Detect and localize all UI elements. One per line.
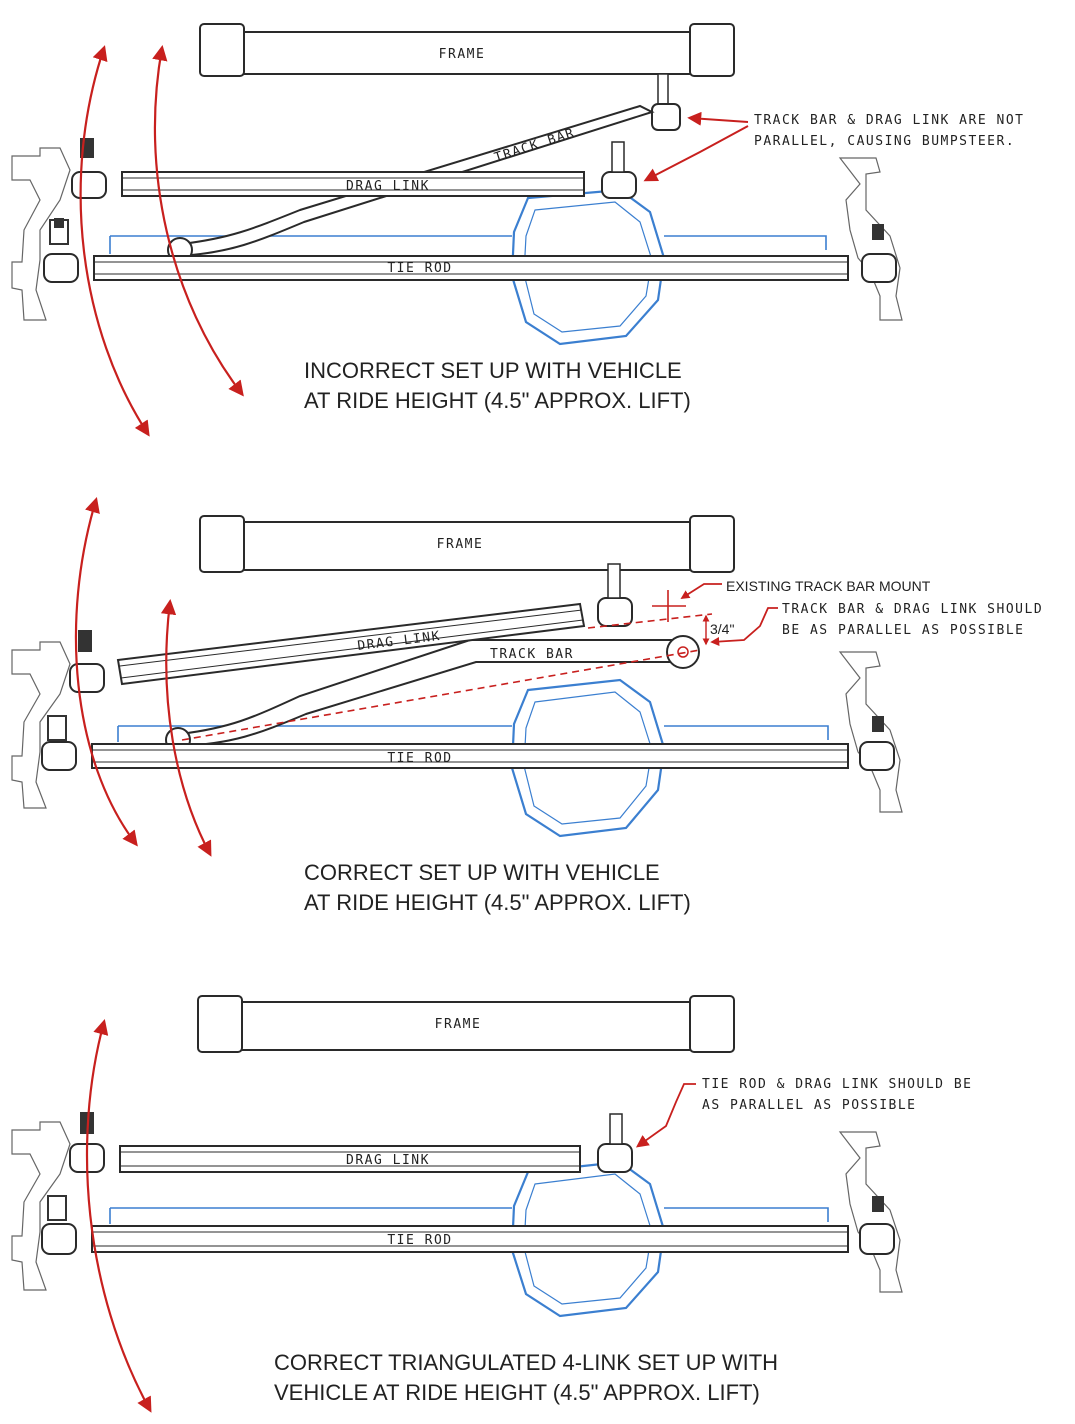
track-bar-frame-mount	[651, 103, 681, 131]
note-line-2: BE AS PARALLEL AS POSSIBLE	[782, 623, 1025, 638]
frame-label: FRAME	[437, 537, 484, 552]
tie-rod: TIE ROD	[41, 741, 895, 771]
frame-rail: FRAME	[197, 995, 735, 1053]
note-pointer	[635, 1083, 696, 1148]
tie-rod-label: TIE ROD	[387, 1233, 452, 1248]
note-line-1: TRACK BAR & DRAG LINK SHOULD	[782, 602, 1043, 617]
parallel-guide-upper	[587, 613, 713, 629]
note-pointer-drag-link	[643, 125, 749, 182]
tie-rod-label: TIE ROD	[387, 261, 452, 276]
tie-rod: TIE ROD	[43, 253, 897, 283]
drag-link: DRAG LINK	[69, 1113, 633, 1173]
caption-line-2: AT RIDE HEIGHT (4.5" APPROX. LIFT)	[304, 388, 691, 413]
caption-line-1: CORRECT TRIANGULATED 4-LINK SET UP WITH	[274, 1350, 778, 1375]
track-bar-label: TRACK BAR	[493, 126, 577, 166]
drag-link-label: DRAG LINK	[346, 179, 430, 194]
left-steering-knuckle	[11, 630, 92, 809]
right-steering-knuckle	[838, 1131, 903, 1293]
track-bar-arc-arrow	[152, 44, 244, 397]
existing-mount-marker	[652, 590, 686, 622]
track-bar-label: TRACK BAR	[490, 647, 574, 662]
panel-triangulated-4-link: FRAME DRAG LINK	[11, 995, 972, 1413]
note-line-1: TRACK BAR & DRAG LINK ARE NOT	[754, 113, 1024, 128]
drag-link-label: DRAG LINK	[346, 1153, 430, 1168]
caption-line-2: VEHICLE AT RIDE HEIGHT (4.5" APPROX. LIF…	[274, 1380, 760, 1405]
existing-mount-label: EXISTING TRACK BAR MOUNT	[726, 578, 931, 594]
panel-correct-setup: FRAME TRACK BAR	[11, 497, 1043, 915]
drag-link-arc-arrow	[74, 497, 138, 847]
left-steering-knuckle	[11, 138, 94, 321]
drag-link: DRAG LINK	[69, 563, 633, 693]
parallel-guide-lower	[181, 649, 701, 741]
frame-rail: FRAME	[199, 515, 735, 573]
caption-line-1: CORRECT SET UP WITH VEHICLE	[304, 860, 660, 885]
track-bar-arc-arrow	[160, 598, 212, 857]
right-steering-knuckle	[838, 651, 903, 813]
note-line-2: AS PARALLEL AS POSSIBLE	[702, 1098, 917, 1113]
caption-line-2: AT RIDE HEIGHT (4.5" APPROX. LIFT)	[304, 890, 691, 915]
offset-measure-label: 3/4"	[710, 621, 734, 637]
mount-pointer	[680, 583, 722, 599]
left-steering-knuckle	[11, 1112, 94, 1291]
drag-link-arc-arrow	[79, 45, 150, 437]
drag-link-arc-arrow	[85, 1019, 152, 1413]
right-steering-knuckle	[838, 157, 903, 321]
note-pointer-mount	[687, 111, 749, 126]
panel-incorrect-setup: FRAME TRACK BAR	[11, 23, 1024, 437]
tie-rod: TIE ROD	[41, 1223, 895, 1255]
tie-rod-label: TIE ROD	[387, 751, 452, 766]
frame-rail: FRAME	[199, 23, 735, 77]
axle-tube	[109, 1207, 829, 1224]
frame-label: FRAME	[435, 1017, 482, 1032]
note-line-1: TIE ROD & DRAG LINK SHOULD BE	[702, 1077, 972, 1092]
frame-label: FRAME	[439, 47, 486, 62]
note-line-2: PARALLEL, CAUSING BUMPSTEER.	[754, 134, 1015, 149]
note-pointer	[710, 607, 778, 647]
caption-line-1: INCORRECT SET UP WITH VEHICLE	[304, 358, 682, 383]
